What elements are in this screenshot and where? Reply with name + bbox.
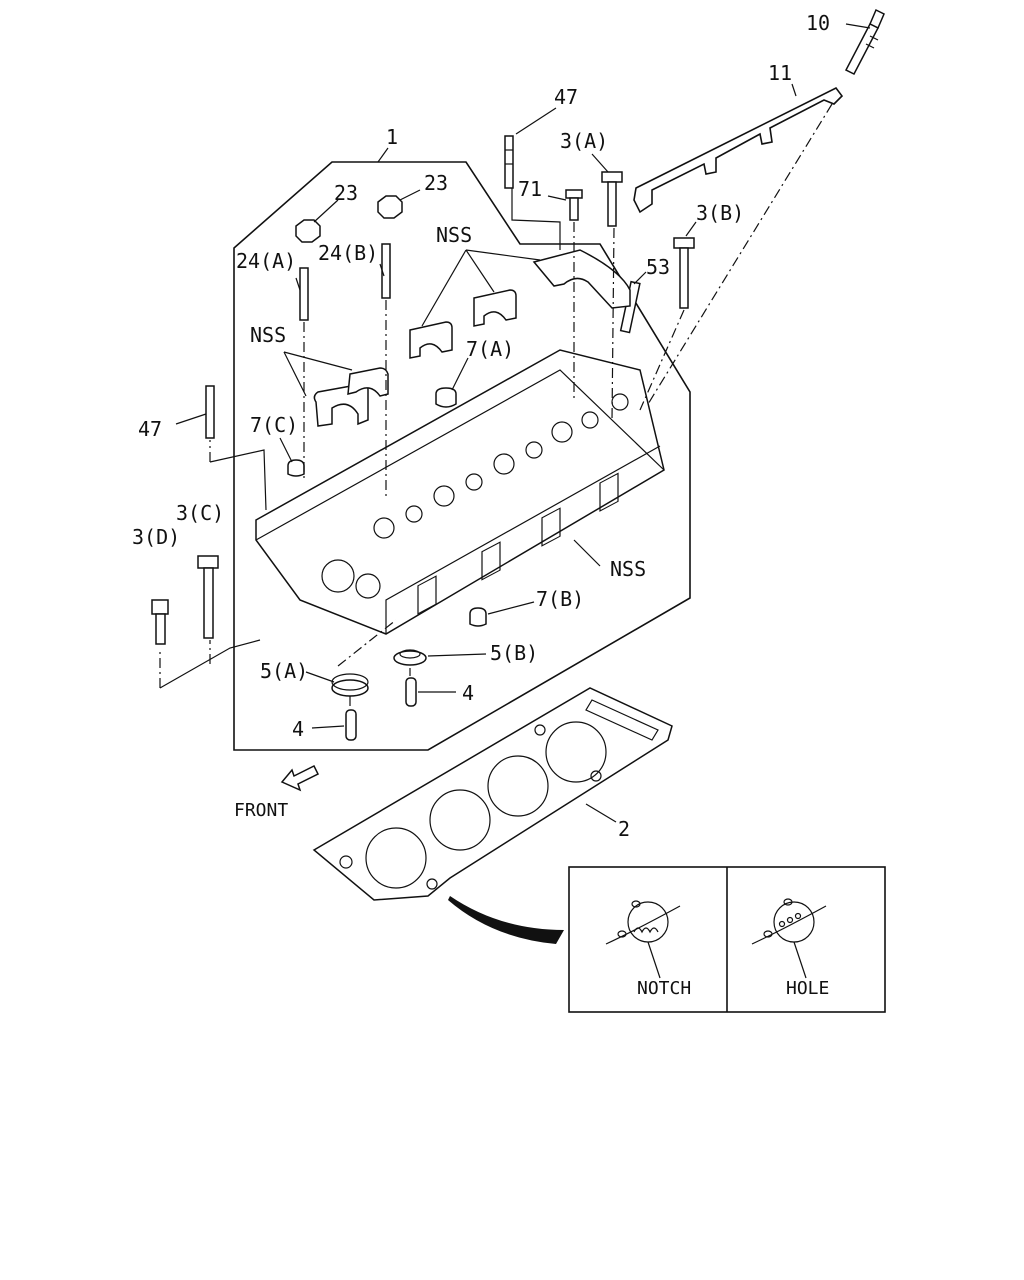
stud-47-top [504,135,514,189]
glow-plug-connector-plate [633,86,844,214]
callout-10: 10 [806,11,830,35]
stud-47-left [205,385,215,439]
notch-label: NOTCH [637,978,691,999]
hole-detail-illustration [751,898,827,979]
head-gasket [312,687,673,901]
callout-71: 71 [518,177,542,201]
callout-3c: 3(C) [176,501,224,525]
plug-7b [469,607,487,627]
bolt-3b [673,237,695,309]
callout-3b: 3(B) [696,201,744,225]
bolt-71 [565,189,583,221]
detail-panel [568,866,886,1013]
bolt-3c [197,555,219,639]
nut-23-right [377,195,403,219]
callout-7a: 7(A) [466,337,514,361]
hole-label: HOLE [786,978,829,999]
detail-pointer [448,896,564,944]
callout-11: 11 [768,61,792,85]
cylinder-head [255,349,665,635]
plug-7c [287,459,305,477]
stud-24a [299,267,309,321]
callout-23-left: 23 [334,181,358,205]
front-label: FRONT [234,800,288,821]
bolt-3a [601,171,623,227]
callout-4-left: 4 [292,717,304,741]
assembly-outline [233,161,691,751]
stud-24b [381,243,391,299]
front-arrow-icon [280,764,320,792]
callout-2: 2 [618,817,630,841]
callout-nss-left: NSS [250,323,286,347]
seal-5a [331,673,369,697]
glow-plug [844,8,885,76]
plug-7a [435,387,457,408]
callout-24a: 24(A) [236,249,296,273]
callout-7c: 7(C) [250,413,298,437]
callout-nss-top: NSS [436,223,472,247]
callout-47-left: 47 [138,417,162,441]
dowel-4-right [405,677,417,707]
callout-47-top: 47 [554,85,578,109]
callout-1: 1 [386,125,398,149]
bolt-3d [151,599,169,645]
seal-5b [393,649,427,666]
leader-lines [159,23,871,823]
callout-24b: 24(B) [318,241,378,265]
dowel-4-left [345,709,357,741]
callout-4-right: 4 [462,681,474,705]
callout-5b: 5(B) [490,641,538,665]
callout-7b: 7(B) [536,587,584,611]
nut-23-left [295,219,321,243]
callout-53: 53 [646,255,670,279]
notch-detail-illustration [605,900,681,979]
callout-3a: 3(A) [560,129,608,153]
callout-23-right: 23 [424,171,448,195]
callout-5a: 5(A) [260,659,308,683]
callout-3d: 3(D) [132,525,180,549]
bearing-caps [313,249,631,427]
callout-nss-right: NSS [610,557,646,581]
